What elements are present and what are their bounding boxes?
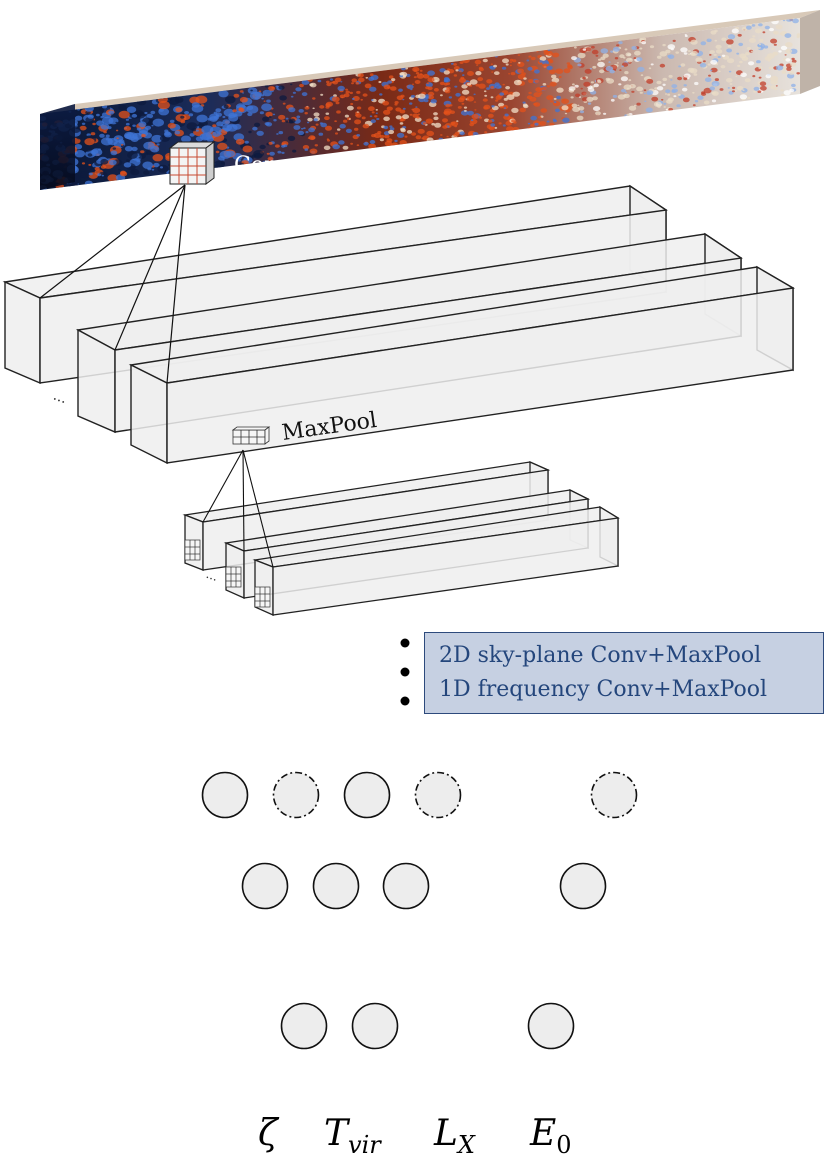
stack-ellipsis: ... xyxy=(51,388,69,408)
neuron-node xyxy=(527,1002,575,1050)
feature-map-box xyxy=(252,505,620,617)
legend-line-sky-plane: 2D sky-plane Conv+MaxPool xyxy=(439,643,762,668)
feature-map-stack-1 xyxy=(2,184,796,465)
output-parameter-labels: ζ Tvir LX E0 xyxy=(258,1113,572,1155)
conv-label: Conv xyxy=(234,153,291,178)
dropout-node xyxy=(272,771,320,819)
vertical-ellipsis xyxy=(400,638,410,706)
feature-map-box xyxy=(128,265,796,465)
output-parameter-3: LX xyxy=(433,1113,476,1155)
neuron-node xyxy=(382,862,430,910)
legend-line-frequency: 1D frequency Conv+MaxPool xyxy=(439,677,768,702)
input-lightcone: Conv xyxy=(40,10,820,190)
lightcone-front-face xyxy=(40,18,800,190)
neuron-node xyxy=(312,862,360,910)
neuron-node xyxy=(201,771,249,819)
neuron-node xyxy=(343,771,391,819)
neuron-node xyxy=(241,862,289,910)
neuron-node xyxy=(559,862,607,910)
conv-kernel-cube xyxy=(168,141,216,185)
neuron-node xyxy=(280,1002,328,1050)
stack-ellipsis-2: ... xyxy=(204,567,220,584)
dropout-node xyxy=(414,771,462,819)
maxpool-kernel-cube xyxy=(231,426,271,445)
output-parameter-2: Tvir xyxy=(324,1113,382,1155)
feature-map-stack-2 xyxy=(182,460,620,617)
maxpool-connector-lines xyxy=(202,449,274,568)
dense-layers xyxy=(201,771,638,1050)
legend-box: 2D sky-plane Conv+MaxPool 1D frequency C… xyxy=(424,632,824,714)
neuron-node xyxy=(351,1002,399,1050)
dropout-node xyxy=(590,771,638,819)
output-parameter-1: ζ xyxy=(258,1113,280,1154)
small-kernel-cubes xyxy=(184,539,271,608)
conv-connector-lines xyxy=(39,184,186,384)
output-parameter-4: E0 xyxy=(529,1113,572,1155)
